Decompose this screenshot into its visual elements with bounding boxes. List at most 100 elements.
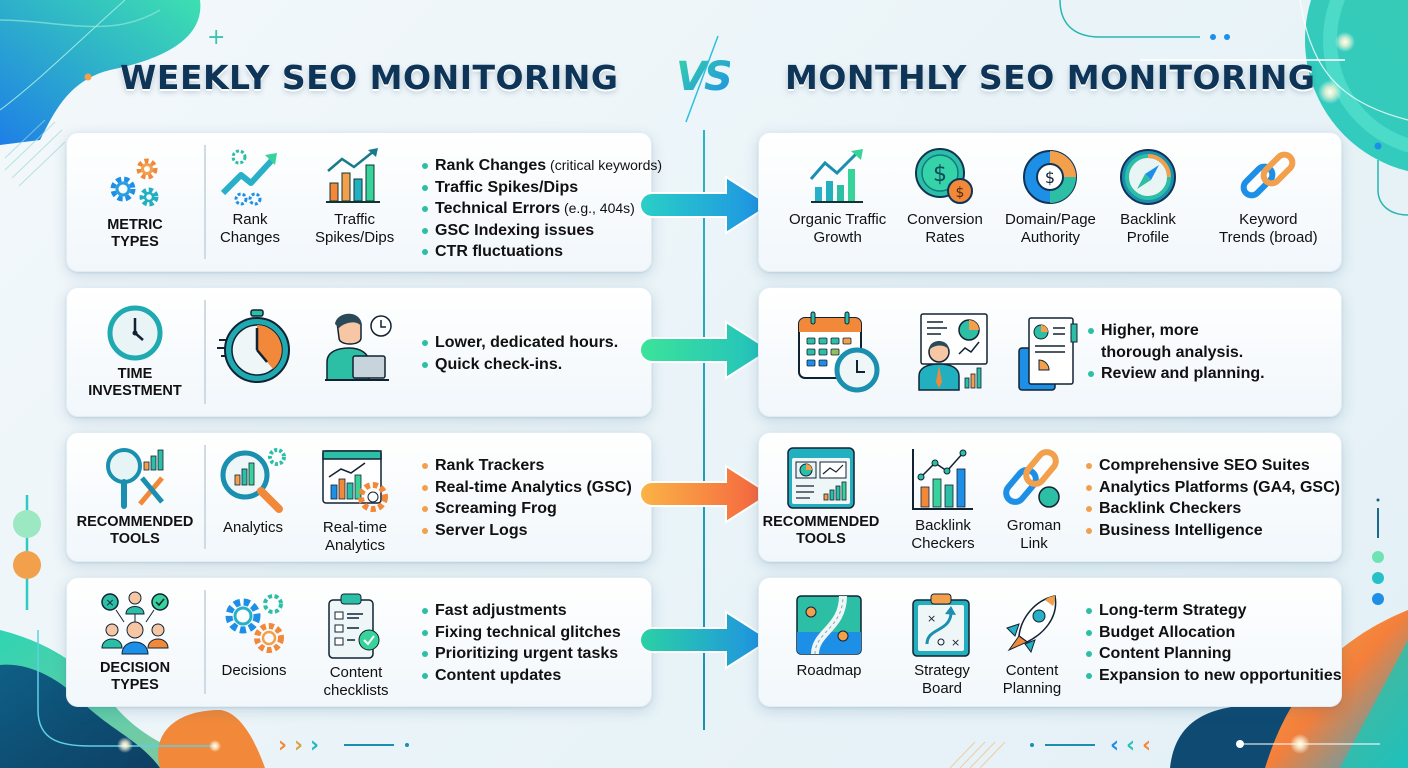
item-label: Roadmap xyxy=(796,662,862,679)
item-rank-changes: Rank Changes xyxy=(217,147,283,247)
clipboard-checklist-icon xyxy=(323,592,389,660)
vs-badge: VS xyxy=(676,54,733,100)
bullet-item: Quick check-ins. xyxy=(421,354,618,376)
bullet-item-continuation: thorough analysis. xyxy=(1101,343,1244,361)
panel-separator xyxy=(204,445,206,549)
bullet-item: CTR fluctuations xyxy=(421,241,662,263)
category-time-investment: TIME INVESTMENT xyxy=(67,288,203,416)
weekly-title: WEEKLY SEO MONITORING xyxy=(120,58,619,97)
weekly-decision-bullets: Fast adjustments Fixing technical glitch… xyxy=(421,600,621,686)
monthly-time-investment-panel: Higher, more thorough analysis. Review a… xyxy=(758,287,1342,417)
item-decisions: Decisions xyxy=(219,592,289,680)
item-keyword-trends: Keyword Trends (broad) xyxy=(1219,147,1318,247)
item-label: Strategy Board xyxy=(914,662,970,697)
weekly-time-investment-panel: TIME INVESTMENT xyxy=(66,287,652,417)
compass-icon xyxy=(1115,147,1181,207)
item-organic-traffic: Organic Traffic Growth xyxy=(789,147,886,247)
category-label: TIME INVESTMENT xyxy=(88,366,182,399)
bar-chart-trend-icon xyxy=(322,147,388,207)
item-analyst xyxy=(915,312,991,392)
arrow-right-decision xyxy=(640,610,772,670)
bullet-item: Prioritizing urgent tasks xyxy=(421,643,621,665)
svg-text:$: $ xyxy=(955,185,964,201)
item-label: Organic Traffic Growth xyxy=(789,211,887,246)
bullet-item: Technical Errors (e.g., 404s) xyxy=(421,198,662,220)
item-person-laptop xyxy=(323,310,395,386)
bullet-item: Lower, dedicated hours. xyxy=(421,332,618,354)
item-label: Content Planning xyxy=(1002,662,1062,697)
svg-text:×: × xyxy=(927,612,936,625)
arrow-right-time xyxy=(640,320,772,380)
center-divider xyxy=(703,130,705,730)
bullet-item: Analytics Platforms (GA4, GSC) xyxy=(1085,477,1340,499)
item-calendar xyxy=(795,310,887,394)
link-chain-icon xyxy=(1001,447,1067,513)
dollar-donut-icon: $ xyxy=(1017,147,1083,207)
gears-icon xyxy=(219,592,289,658)
svg-text:+: + xyxy=(207,25,225,50)
bullet-item: GSC Indexing issues xyxy=(421,220,662,242)
item-label: Decisions xyxy=(221,662,287,679)
bullet-item: Fixing technical glitches xyxy=(421,622,621,644)
item-traffic-spikes: Traffic Spikes/Dips xyxy=(315,147,394,247)
monthly-decision-bullets: Long-term Strategy Budget Allocation Con… xyxy=(1085,600,1342,686)
calendar-clock-icon xyxy=(795,310,887,394)
category-decision-types: × DECISION TYPES xyxy=(67,578,203,706)
category-label: RECOMMENDED TOOLS xyxy=(762,514,880,547)
item-label: Analytics xyxy=(222,519,284,536)
svg-text:›: › xyxy=(278,733,287,758)
realtime-dashboard-icon xyxy=(319,447,391,515)
item-backlink-profile: Backlink Profile xyxy=(1115,147,1181,247)
bullet-item: Higher, more xyxy=(1087,320,1265,342)
item-reports xyxy=(1017,314,1081,392)
magnifier-tools-icon xyxy=(100,446,170,510)
growth-chart-icon xyxy=(805,147,871,207)
item-label: Content checklists xyxy=(323,664,389,699)
gears-icon xyxy=(103,153,167,213)
item-label: Real-time Analytics xyxy=(322,519,388,554)
bullet-item: Rank Trackers xyxy=(421,455,632,477)
category-label: METRIC TYPES xyxy=(107,217,163,250)
bullet-item: Server Logs xyxy=(421,520,632,542)
bullet-item: Review and planning. xyxy=(1087,363,1265,385)
item-label: Backlink Checkers xyxy=(911,517,975,552)
item-backlink-checkers: Backlink Checkers xyxy=(909,447,977,553)
category-label: RECOMMENDED TOOLS xyxy=(76,514,194,547)
monthly-decision-types-panel: Roadmap × × Strategy Board xyxy=(758,577,1342,707)
bullet-item: Backlink Checkers xyxy=(1085,498,1340,520)
backlink-chart-icon xyxy=(909,447,977,513)
svg-text:›: › xyxy=(310,733,319,758)
arrow-right-tools xyxy=(640,464,772,524)
bullet-item: Content updates xyxy=(421,665,621,687)
weekly-metric-types-panel: METRIC TYPES Rank Changes xyxy=(66,132,662,272)
bullet-item: Comprehensive SEO Suites xyxy=(1085,455,1340,477)
bullet-item: Traffic Spikes/Dips xyxy=(421,177,662,199)
bullet-item: Screaming Frog xyxy=(421,498,632,520)
item-domain-authority: $ Domain/Page Authority xyxy=(1005,147,1096,247)
panel-separator xyxy=(204,300,206,404)
monthly-time-bullets: Higher, more thorough analysis. Review a… xyxy=(1087,320,1265,385)
bullet-item: Business Intelligence xyxy=(1085,520,1340,542)
clock-icon xyxy=(106,304,164,362)
weekly-tools-bullets: Rank Trackers Real-time Analytics (GSC) … xyxy=(421,455,632,541)
bullet-item: Long-term Strategy xyxy=(1085,600,1342,622)
monthly-tools-panel: RECOMMENDED TOOLS Backlink Checkers Grom… xyxy=(758,432,1342,562)
bullet-item: Budget Allocation xyxy=(1085,622,1342,644)
item-label: Domain/Page Authority xyxy=(1005,211,1096,246)
item-content-checklists: Content checklists xyxy=(323,592,389,700)
item-conversion-rates: $ $ Conversion Rates xyxy=(907,147,983,247)
svg-text:$: $ xyxy=(1045,168,1055,187)
svg-text:×: × xyxy=(105,596,114,609)
coins-icon: $ $ xyxy=(912,147,978,207)
svg-text:$: $ xyxy=(933,162,947,187)
weekly-metric-bullets: Rank Changes (critical keywords) Traffic… xyxy=(421,155,662,263)
bullet-item: Rank Changes (critical keywords) xyxy=(421,155,662,177)
person-laptop-icon xyxy=(323,310,395,386)
weekly-decision-types-panel: × DECISION TYPES Decisions xyxy=(66,577,652,707)
item-strategy-board: × × Strategy Board xyxy=(909,592,975,698)
stopwatch-icon xyxy=(215,304,297,388)
arrow-right-metric xyxy=(640,175,772,235)
chain-link-icon xyxy=(1235,147,1301,207)
panel-separator xyxy=(204,145,206,259)
item-roadmap: Roadmap xyxy=(793,592,865,680)
